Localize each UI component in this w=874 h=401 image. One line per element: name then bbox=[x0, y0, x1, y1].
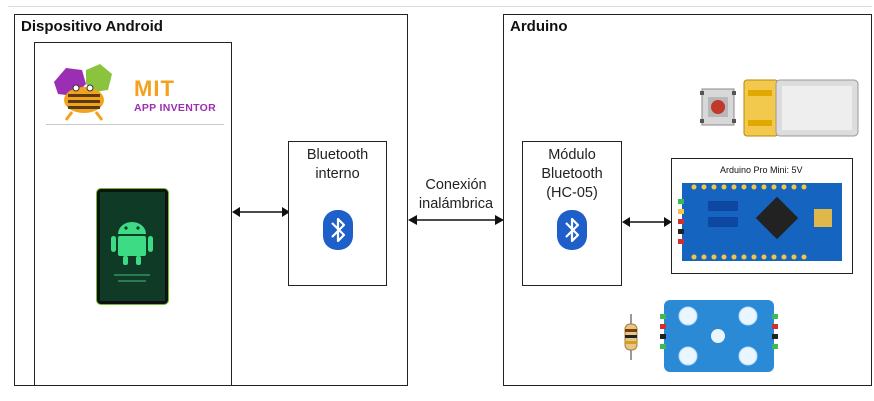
battery-image bbox=[743, 79, 859, 137]
arduino-pro-mini-box: Arduino Pro Mini: 5V bbox=[671, 158, 853, 274]
color-sensor-image bbox=[660, 300, 778, 372]
app-to-bluetooth-arrow bbox=[232, 207, 290, 217]
wireless-connection-arrow bbox=[408, 215, 504, 225]
internal-bluetooth-box: Bluetooth interno bbox=[288, 141, 387, 286]
resistor-image bbox=[624, 314, 638, 360]
android-robot-icon bbox=[100, 192, 165, 301]
internal-bluetooth-label-2: interno bbox=[315, 166, 360, 182]
push-button-image bbox=[700, 88, 736, 126]
bluetooth-icon bbox=[557, 210, 587, 250]
pro-mini-label: Arduino Pro Mini: 5V bbox=[720, 165, 803, 175]
arduino-panel-title: Arduino bbox=[510, 18, 568, 35]
module-to-board-arrow bbox=[622, 217, 672, 227]
arduino-board-image bbox=[678, 183, 842, 261]
internal-bluetooth-label-1: Bluetooth bbox=[306, 147, 369, 163]
bluetooth-module-label-2: Bluetooth bbox=[541, 166, 603, 182]
bluetooth-module-label-3: (HC-05) bbox=[546, 185, 598, 201]
bluetooth-module-label-1: Módulo bbox=[548, 147, 596, 163]
android-panel-title: Dispositivo Android bbox=[21, 18, 163, 35]
mit-app-inventor-logo: MIT APP INVENTOR bbox=[46, 60, 224, 130]
frame-top-line bbox=[8, 6, 872, 7]
wireless-connection-label-2: inalámbrica bbox=[418, 196, 494, 212]
wireless-connection-label-1: Conexión bbox=[425, 177, 487, 193]
android-phone-image bbox=[97, 189, 168, 304]
bluetooth-module-box: Módulo Bluetooth (HC-05) bbox=[522, 141, 622, 286]
logo-underline bbox=[46, 124, 224, 125]
bluetooth-icon bbox=[323, 210, 353, 250]
mit-logo-title: MIT bbox=[134, 76, 175, 101]
app-inventor-bee-icon bbox=[54, 64, 112, 121]
mit-logo-subtitle: APP INVENTOR bbox=[134, 102, 216, 114]
